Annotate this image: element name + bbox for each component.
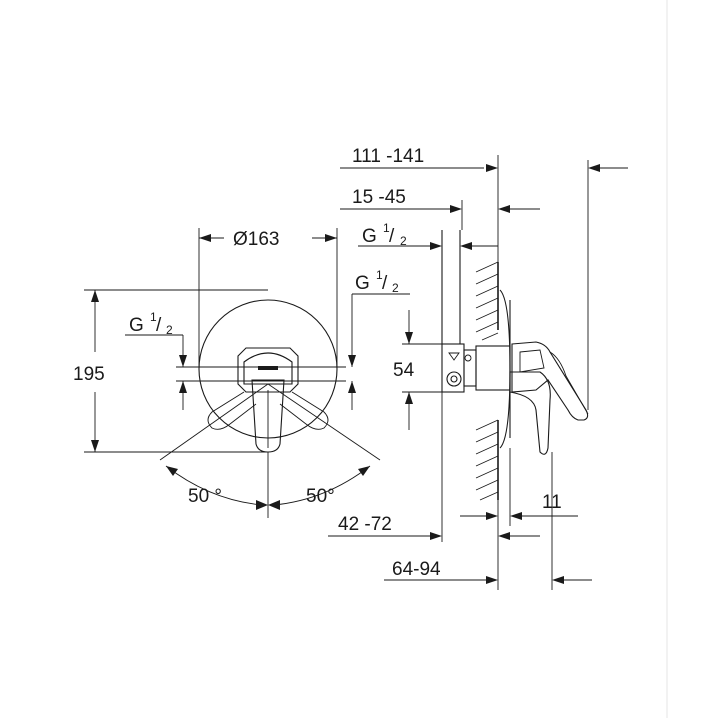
thread-right-den: 2 (392, 281, 399, 295)
valve-body (441, 343, 465, 393)
diameter-dimension: Ø163 (198, 228, 338, 369)
arrow-height-top (91, 290, 99, 302)
dim-111-141: 111 -141 (340, 146, 499, 262)
front-view (159, 299, 381, 518)
wall-hatch-bottom (475, 419, 499, 501)
arrow-111-141 (486, 164, 498, 172)
hub-cap (243, 352, 293, 385)
valve-screw (464, 354, 472, 362)
thread-right-dimension: G 1 / 2 (348, 268, 410, 410)
dim-54-label: 54 (393, 360, 415, 381)
angle-line-left (159, 383, 269, 461)
lever-side-profile (511, 341, 589, 421)
arrow-42-72-left (430, 532, 442, 540)
lever-side-detail (519, 349, 545, 373)
arrow-thread-left-top (179, 355, 187, 367)
hub-indicator (258, 366, 278, 370)
rosette-side-profile (499, 289, 511, 449)
diameter-label: Ø163 (233, 229, 279, 250)
arrow-arc-right-center (268, 500, 280, 510)
lever-left-position (207, 391, 257, 430)
arrow-arc-left-center (256, 500, 268, 510)
lever-front-profile (509, 371, 551, 455)
angle-left-label: 50 ° (188, 486, 222, 507)
thread-top-num: 1 (383, 221, 390, 235)
angle-arc-left (165, 465, 263, 506)
side-view (441, 230, 589, 501)
thread-right-num: 1 (376, 268, 383, 282)
dim-64-94: 64-94 (384, 452, 592, 590)
arrow-arc-right-end (358, 466, 370, 476)
thread-left-num: 1 (150, 310, 157, 324)
lever-right-position (279, 391, 329, 430)
arrow-42-72-right (498, 532, 510, 540)
dim-15-45: 15 -45 (340, 187, 540, 230)
valve-port-inner (450, 375, 458, 383)
dim-right-top (587, 160, 628, 410)
dim-64-94-label: 64-94 (392, 559, 441, 580)
angle-right-label: 50° (306, 486, 335, 507)
angle-line-right (267, 383, 381, 461)
wall-hatch-top (475, 261, 499, 341)
handle-hub (237, 347, 299, 393)
arrow-11-left (486, 512, 498, 520)
arrow-thread-right-top (348, 355, 356, 367)
valve-cartridge (475, 345, 511, 391)
height-dimension: 195 (73, 289, 268, 453)
dim-15-45-label: 15 -45 (352, 187, 406, 208)
dim-111-141-label: 111 -141 (352, 146, 424, 167)
thread-top-slash: / (389, 226, 395, 247)
thread-top-den: 2 (400, 234, 407, 248)
arrow-11-right (510, 512, 522, 520)
height-label: 195 (73, 364, 105, 385)
arrow-thread-top-left (430, 242, 442, 250)
arrow-64-94-right (552, 576, 564, 584)
lever-swing-line (549, 351, 589, 415)
arrow-15-45-left (450, 205, 462, 213)
dim-11: 11 (460, 448, 578, 526)
thread-left-base: G (129, 315, 144, 336)
arrow-right-top (588, 164, 600, 172)
arrow-64-94-left (486, 576, 498, 584)
arrow-diameter-left (199, 234, 211, 242)
angle-arc-right (273, 465, 371, 506)
valve-port-outer (446, 371, 462, 387)
dim-42-72: 42 -72 (328, 392, 540, 590)
arrow-arc-left-end (166, 466, 178, 476)
arrow-thread-right-bottom (348, 381, 356, 393)
arrow-54-bottom (405, 392, 413, 404)
arrow-54-top (405, 332, 413, 344)
dim-42-72-label: 42 -72 (338, 514, 392, 535)
valve-marker (448, 352, 460, 361)
thread-left-slash: / (156, 315, 162, 336)
thread-right-base: G (355, 273, 370, 294)
arrow-15-45-right (498, 205, 510, 213)
arrow-diameter-right (325, 234, 337, 242)
arrow-thread-left-bottom (179, 381, 187, 393)
thread-top-base: G (362, 226, 377, 247)
thread-top-dimension: G 1 / 2 (358, 221, 498, 250)
arrow-height-bottom (91, 440, 99, 452)
dim-54: 54 (393, 310, 442, 430)
thread-right-slash: / (382, 273, 388, 294)
thread-left-den: 2 (166, 323, 173, 337)
thread-left-dimension: G 1 / 2 (125, 310, 187, 410)
arrow-thread-top-right (460, 242, 472, 250)
